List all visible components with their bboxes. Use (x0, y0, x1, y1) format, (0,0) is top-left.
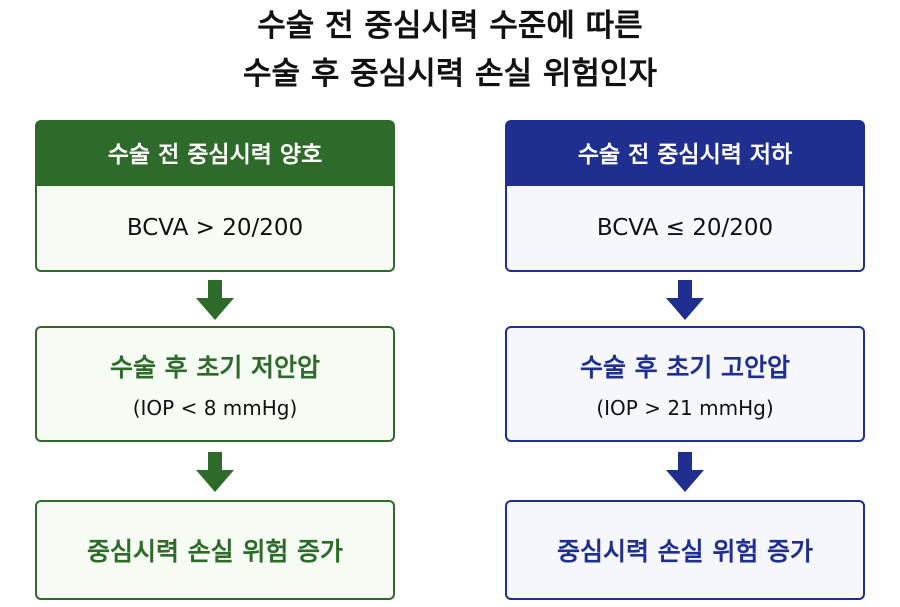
title-line-1: 수술 전 중심시력 수준에 따른 (257, 8, 643, 44)
left-criterion-text: BCVA > 20/200 (126, 215, 304, 241)
left-outcome-box: 중심시력 손실 위험 증가 (35, 500, 395, 600)
right-outcome-box: 중심시력 손실 위험 증가 (505, 500, 865, 600)
arrow-down-icon (666, 280, 704, 320)
right-outcome-text: 중심시력 손실 위험 증가 (556, 537, 814, 566)
left-iop-box: 수술 후 초기 저안압 (IOP < 8 mmHg) (35, 326, 395, 442)
arrow-down-icon (666, 452, 704, 492)
left-outcome-text: 중심시력 손실 위험 증가 (86, 537, 344, 566)
right-header: 수술 전 중심시력 저하 (505, 120, 865, 184)
left-header: 수술 전 중심시력 양호 (35, 120, 395, 184)
arrow-down-icon (196, 452, 234, 492)
left-iop-detail: (IOP < 8 mmHg) (132, 396, 298, 420)
right-criterion-box: BCVA ≤ 20/200 (505, 184, 865, 272)
left-criterion-box: BCVA > 20/200 (35, 184, 395, 272)
title-line-2: 수술 후 중심시력 손실 위험인자 (243, 56, 657, 92)
right-iop-box: 수술 후 초기 고안압 (IOP > 21 mmHg) (505, 326, 865, 442)
right-iop-detail: (IOP > 21 mmHg) (596, 396, 774, 420)
right-criterion-text: BCVA ≤ 20/200 (596, 215, 774, 241)
arrow-down-icon (196, 280, 234, 320)
right-iop-title: 수술 후 초기 고안압 (579, 353, 791, 382)
left-iop-title: 수술 후 초기 저안압 (109, 353, 321, 382)
